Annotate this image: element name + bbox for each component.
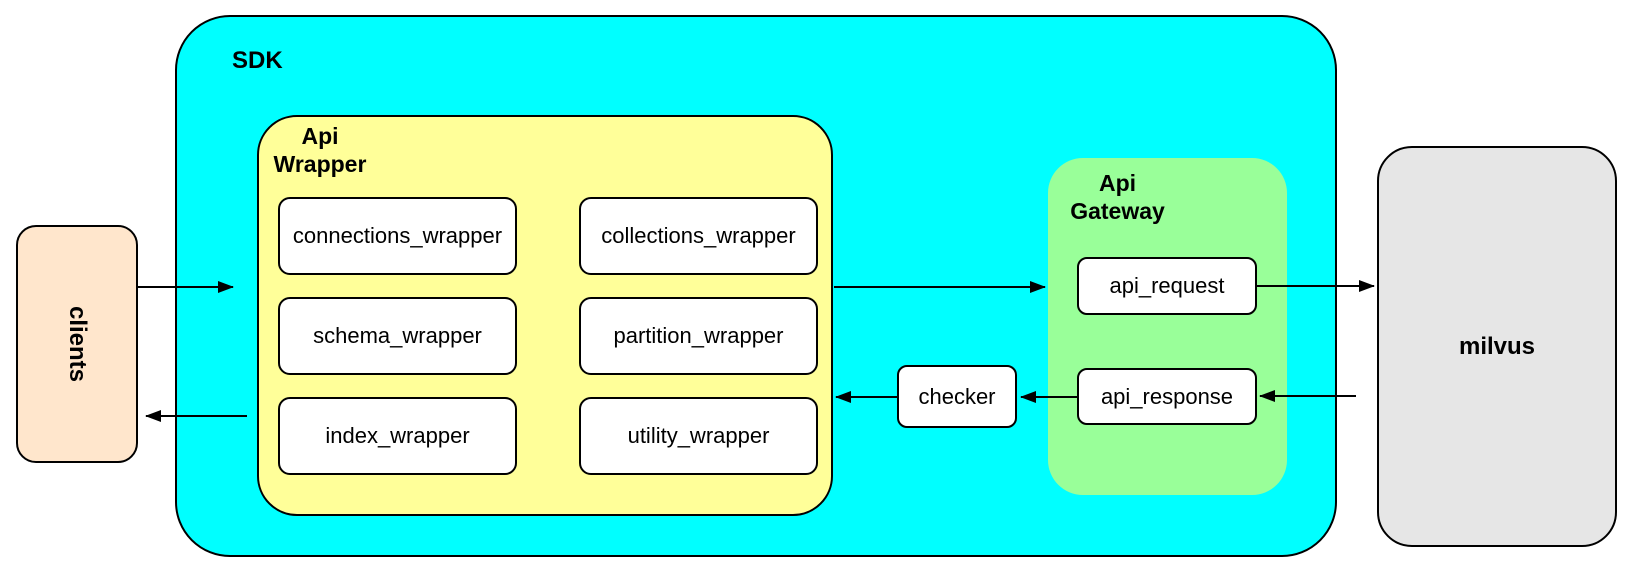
node-collections-wrapper-label: collections_wrapper [601,223,796,248]
node-connections-wrapper: connections_wrapper [278,197,517,275]
milvus-label: milvus [1458,332,1536,360]
node-api-response-label: api_response [1100,383,1234,409]
node-schema-wrapper-label: schema_wrapper [313,323,482,348]
api-gateway-label: Api Gateway [1070,170,1165,224]
node-schema-wrapper: schema_wrapper [278,297,517,375]
node-connections-wrapper-label: connections_wrapper [292,223,503,248]
sdk-label: SDK [232,47,283,74]
node-index-wrapper: index_wrapper [278,397,517,475]
node-index-wrapper-label: index_wrapper [325,423,470,448]
checker-label: checker [918,383,996,409]
node-utility-wrapper-label: utility_wrapper [627,423,770,448]
node-utility-wrapper: utility_wrapper [579,397,818,475]
api-wrapper-label: Api Wrapper [273,123,367,177]
api-wrapper-container: Api Wrapper connections_wrapper collecti… [257,115,833,516]
node-api-response: api_response [1077,368,1257,425]
milvus-node: milvus [1377,146,1617,547]
clients-node: clients [16,225,138,463]
node-collections-wrapper: collections_wrapper [579,197,818,275]
api-gateway-container: Api Gateway api_request api_response [1048,158,1287,495]
node-partition-wrapper-label: partition_wrapper [613,323,784,348]
node-api-request: api_request [1077,257,1257,315]
node-api-request-label: api_request [1109,273,1225,298]
node-partition-wrapper: partition_wrapper [579,297,818,375]
clients-label: clients [64,305,91,383]
checker-node: checker [897,365,1017,428]
